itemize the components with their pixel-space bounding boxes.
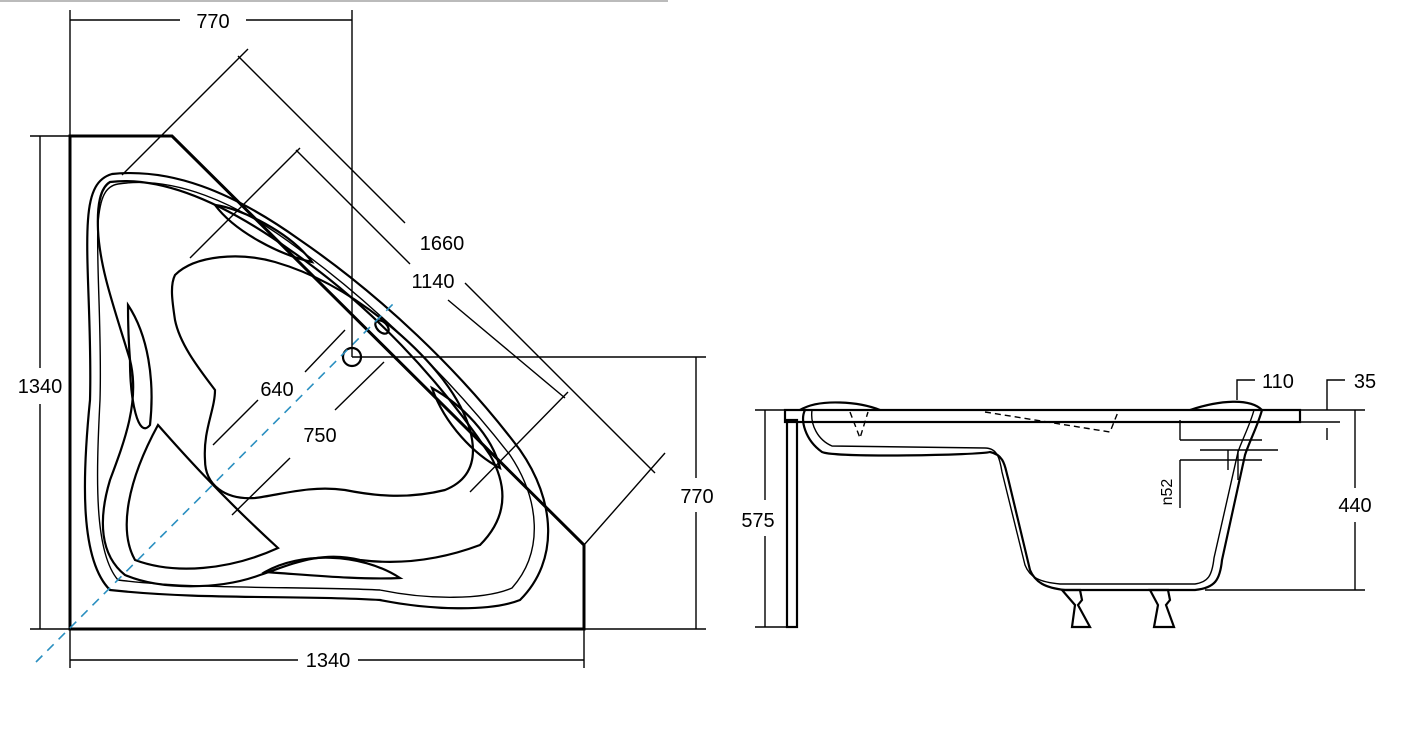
dim-lip: 35 <box>1354 371 1376 393</box>
dim-line <box>464 282 656 474</box>
side-rim-left-lip <box>799 401 881 412</box>
foot-left <box>1059 588 1092 629</box>
dim-ext <box>121 48 249 176</box>
side-tub-body <box>802 409 1264 592</box>
dim-left-height: 1340 <box>18 376 63 398</box>
plan-view: 770 1340 1340 770 1660 1140 64 <box>18 10 714 672</box>
side-rim-top <box>783 408 1302 424</box>
plan-headrest-2 <box>126 301 153 430</box>
dim-overflow: n52 <box>1159 479 1176 506</box>
plan-outer-rim-inner <box>96 181 535 598</box>
dim-line <box>304 329 346 373</box>
side-hidden-seat <box>984 411 1119 433</box>
dim-line <box>334 361 385 411</box>
dim-diagonal-inner: 1140 <box>411 271 454 293</box>
dim-line <box>212 399 259 446</box>
plan-seat-left <box>125 423 280 570</box>
dim-depth: 440 <box>1338 495 1371 517</box>
dim-inner-width: 640 <box>260 379 293 401</box>
dim-leader <box>1236 379 1255 400</box>
side-tub-inner <box>811 409 1255 585</box>
side-rim-right-lip <box>1189 400 1263 412</box>
dim-ext <box>189 147 301 259</box>
foot-right <box>1148 588 1176 629</box>
dim-bottom-width: 1340 <box>306 650 351 672</box>
plan-outer-rim <box>83 171 550 610</box>
dim-right-height: 770 <box>680 486 713 508</box>
plan-seat-bottom <box>261 556 404 580</box>
symmetry-axis <box>35 301 396 663</box>
dim-line <box>231 457 291 516</box>
side-view: 575 110 35 n52 440 <box>741 371 1376 629</box>
plan-headrest-3 <box>429 385 502 471</box>
dim-ext <box>583 452 666 546</box>
dim-top-width: 770 <box>196 11 229 33</box>
side-hidden-left <box>849 411 869 441</box>
dim-diagonal-outer: 1660 <box>420 233 465 255</box>
dim-line <box>237 55 406 224</box>
dim-ext <box>469 391 569 493</box>
dim-side-height: 575 <box>741 510 774 532</box>
side-panel-leg <box>785 418 799 629</box>
plan-headrest-1 <box>212 203 315 264</box>
plan-floor <box>170 255 475 500</box>
plan-outer-frame <box>68 134 586 631</box>
dim-rim: 110 <box>1262 371 1294 393</box>
dim-inner-diag: 750 <box>303 425 336 447</box>
dim-leader <box>1326 379 1345 410</box>
dim-line <box>447 299 566 399</box>
dim-line <box>295 149 411 265</box>
